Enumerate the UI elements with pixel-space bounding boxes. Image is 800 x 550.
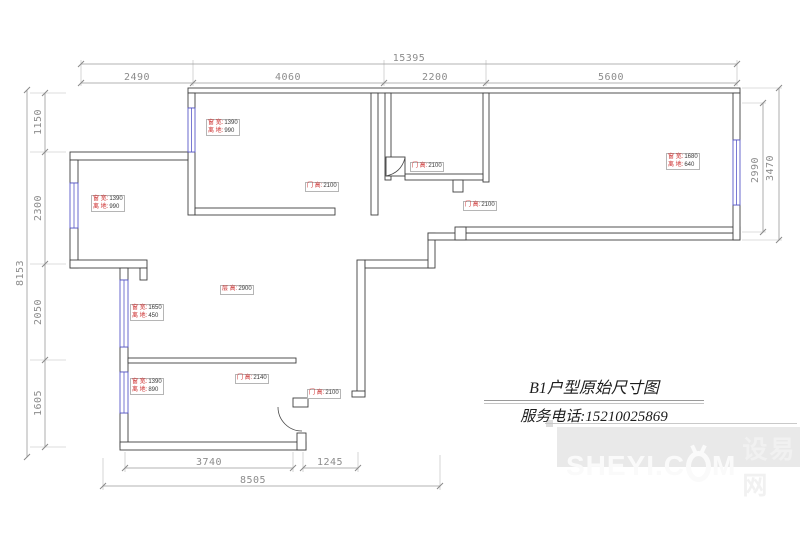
dim-top-total: 15395	[393, 53, 426, 64]
dim-left-seg-3: 2050	[33, 299, 44, 325]
dim-left-total: 8153	[15, 260, 26, 286]
window-right-room	[732, 139, 741, 206]
wall-segment	[732, 92, 741, 141]
title-divider	[484, 400, 704, 404]
wall-segment	[187, 151, 196, 216]
watermark-cn: 设易网	[742, 436, 797, 500]
wall-segment	[69, 159, 79, 184]
door-leaf	[292, 397, 309, 408]
annotation-row: 窗 宽:1650	[132, 305, 162, 311]
annotation-row: 门 高:2100	[465, 202, 495, 208]
wall-segment	[364, 259, 434, 269]
dim-right-inner: 2990	[750, 157, 761, 183]
wall-segment	[404, 173, 484, 181]
wall-segment	[732, 204, 741, 241]
wall-segment	[194, 207, 336, 216]
door-bottom-room	[277, 406, 303, 432]
dim-right-outer: 3470	[765, 155, 776, 181]
annotation-row: 门 高:2100	[412, 163, 442, 169]
windows	[69, 107, 741, 414]
annotation-row: 窗 宽:1390	[132, 379, 162, 385]
dim-top-seg-4: 5600	[598, 72, 624, 83]
window-top-left-room	[187, 107, 196, 153]
dim-top-seg-1: 2490	[124, 72, 150, 83]
dim-top-seg-2: 4060	[275, 72, 301, 83]
annotation-window-left-wing: 窗 宽:1390 离 地:990	[91, 195, 125, 212]
tv-logo-icon	[686, 450, 711, 482]
dim-top-seg-3: 2200	[422, 72, 448, 83]
dim-bottom-seg-1: 3740	[196, 457, 222, 468]
annotation-row: 离 地:990	[208, 127, 235, 134]
annotation-row: 窗 宽:1390	[93, 196, 123, 202]
wall-segment	[370, 92, 379, 216]
door-bathroom	[385, 156, 406, 177]
wall-segment	[356, 259, 366, 397]
wall-segment	[119, 267, 129, 281]
annotation-door-entry: 门 高:2100	[307, 389, 341, 399]
window-middle-room	[119, 279, 129, 348]
dimension-labels: 15395 2490 4060 2200 5600 8153 1150 2300…	[15, 53, 776, 486]
watermark-logo: SHEYI.C M 设易网	[566, 430, 800, 502]
wall-partition	[127, 357, 297, 364]
annotation-ceiling-height: 层 高:2900	[220, 285, 254, 295]
wall-bottom	[119, 441, 307, 451]
wall-segment	[454, 226, 467, 241]
annotation-door-bottom-room: 门 高:2140	[235, 374, 269, 384]
walls	[69, 87, 741, 451]
watermark-band	[557, 427, 800, 467]
annotation-window-right-room: 窗 宽:1680 离 地:640	[666, 153, 700, 170]
window-left-wing	[69, 182, 79, 229]
annotation-row: 离 地:890	[132, 386, 159, 393]
wall-segment	[187, 92, 196, 109]
annotation-door-top-left: 门 高:2100	[305, 182, 339, 192]
wall-segment	[296, 432, 307, 451]
wall-segment	[482, 92, 490, 183]
annotation-window-bottom-room: 窗 宽:1390 离 地:890	[130, 378, 164, 395]
annotation-row: 门 高:2100	[307, 183, 337, 189]
annotation-window-middle-room: 窗 宽:1650 离 地:450	[130, 304, 164, 321]
annotation-row: 离 地:640	[668, 161, 695, 168]
annotation-door-right-room: 门 高:2100	[463, 201, 497, 211]
dim-left-seg-1: 1150	[33, 109, 44, 135]
window-bottom-room	[119, 371, 129, 414]
wall-segment	[427, 232, 741, 241]
annotation-row: 离 地:990	[93, 203, 120, 210]
annotation-row: 层 高:2900	[222, 286, 252, 292]
dim-left-seg-2: 2300	[33, 195, 44, 221]
annotation-row: 门 高:2140	[237, 375, 267, 381]
annotation-row: 离 地:450	[132, 312, 159, 319]
wall-segment	[459, 226, 741, 234]
wall-segment	[119, 346, 129, 373]
wall-segment	[351, 390, 366, 398]
wall-segment	[69, 151, 189, 161]
annotation-door-bathroom: 门 高:2100	[410, 162, 444, 172]
watermark-brand-right: M	[711, 450, 737, 481]
dim-bottom-total: 8505	[240, 475, 266, 486]
wall-segment	[452, 179, 464, 193]
dim-bottom-seg-2: 1245	[317, 457, 343, 468]
wall-segment	[139, 267, 148, 281]
phone-divider	[545, 423, 797, 424]
annotation-window-top-left: 窗 宽:1390 离 地:990	[206, 119, 240, 136]
service-phone: 服务电话:15210025869	[520, 409, 668, 425]
watermark-brand-left: SHEYI.C	[566, 450, 686, 481]
annotation-row: 窗 宽:1390	[208, 120, 238, 126]
wall-segment	[69, 259, 148, 269]
title-block: B1户型原始尺寸图 服务电话:15210025869	[478, 374, 710, 426]
drawing-title: B1户型原始尺寸图	[529, 380, 659, 397]
doors	[277, 156, 406, 432]
annotation-row: 窗 宽:1680	[668, 154, 698, 160]
wall-segment	[384, 92, 392, 181]
dimension-lines	[23, 60, 783, 490]
annotation-row: 门 高:2100	[309, 390, 339, 396]
dim-left-seg-4: 1605	[33, 390, 44, 416]
wall-top	[187, 87, 741, 94]
